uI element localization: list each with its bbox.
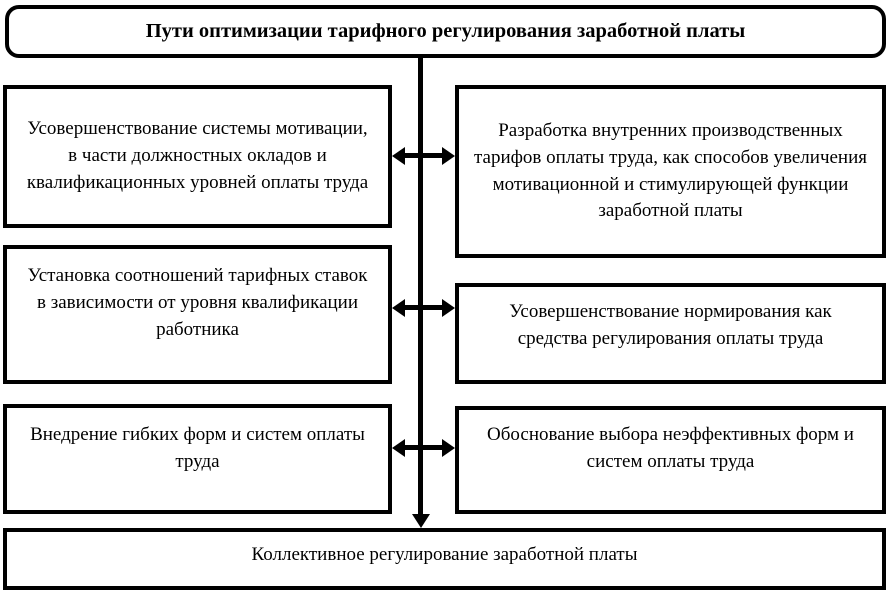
arrow-left-head-icon bbox=[392, 147, 405, 165]
arrow-right-head-icon bbox=[442, 439, 455, 457]
right-box-2-label: Усовершенствование нормирования как сред… bbox=[509, 301, 832, 349]
arrow-right-head-icon bbox=[442, 147, 455, 165]
left-box-1-label: Усовершенствование системы мотивации, в … bbox=[26, 118, 369, 193]
bidirectional-arrow-row-2 bbox=[392, 299, 455, 317]
left-box-3-label: Внедрение гибких форм и систем оплаты тр… bbox=[30, 424, 365, 472]
arrow-left-head-icon bbox=[392, 299, 405, 317]
left-box-2: Установка соотношений тарифных ставок в … bbox=[3, 245, 392, 384]
arrow-shaft bbox=[401, 305, 446, 310]
title-box: Пути оптимизации тарифного регулирования… bbox=[5, 5, 886, 58]
left-box-1: Усовершенствование системы мотивации, в … bbox=[3, 85, 392, 228]
right-box-3-label: Обоснование выбора неэффективных форм и … bbox=[487, 424, 854, 472]
bottom-box: Коллективное регулирование заработной пл… bbox=[3, 528, 886, 590]
arrow-right-head-icon bbox=[442, 299, 455, 317]
vertical-connector-line bbox=[418, 58, 423, 518]
bottom-box-label: Коллективное регулирование заработной пл… bbox=[251, 544, 638, 565]
bidirectional-arrow-row-1 bbox=[392, 147, 455, 165]
arrow-down-to-bottom-box bbox=[411, 514, 430, 528]
left-box-3: Внедрение гибких форм и систем оплаты тр… bbox=[3, 404, 392, 514]
right-box-1-label: Разработка внутренних производственных т… bbox=[473, 119, 868, 222]
arrow-shaft bbox=[401, 445, 446, 450]
bidirectional-arrow-row-3 bbox=[392, 439, 455, 457]
right-box-1: Разработка внутренних производственных т… bbox=[455, 85, 886, 258]
title-box-label: Пути оптимизации тарифного регулирования… bbox=[145, 19, 746, 42]
arrow-shaft bbox=[401, 153, 446, 158]
arrow-left-head-icon bbox=[392, 439, 405, 457]
right-box-3: Обоснование выбора неэффективных форм и … bbox=[455, 406, 886, 514]
left-box-2-label: Установка соотношений тарифных ставок в … bbox=[27, 265, 368, 340]
right-box-2: Усовершенствование нормирования как сред… bbox=[455, 283, 886, 384]
